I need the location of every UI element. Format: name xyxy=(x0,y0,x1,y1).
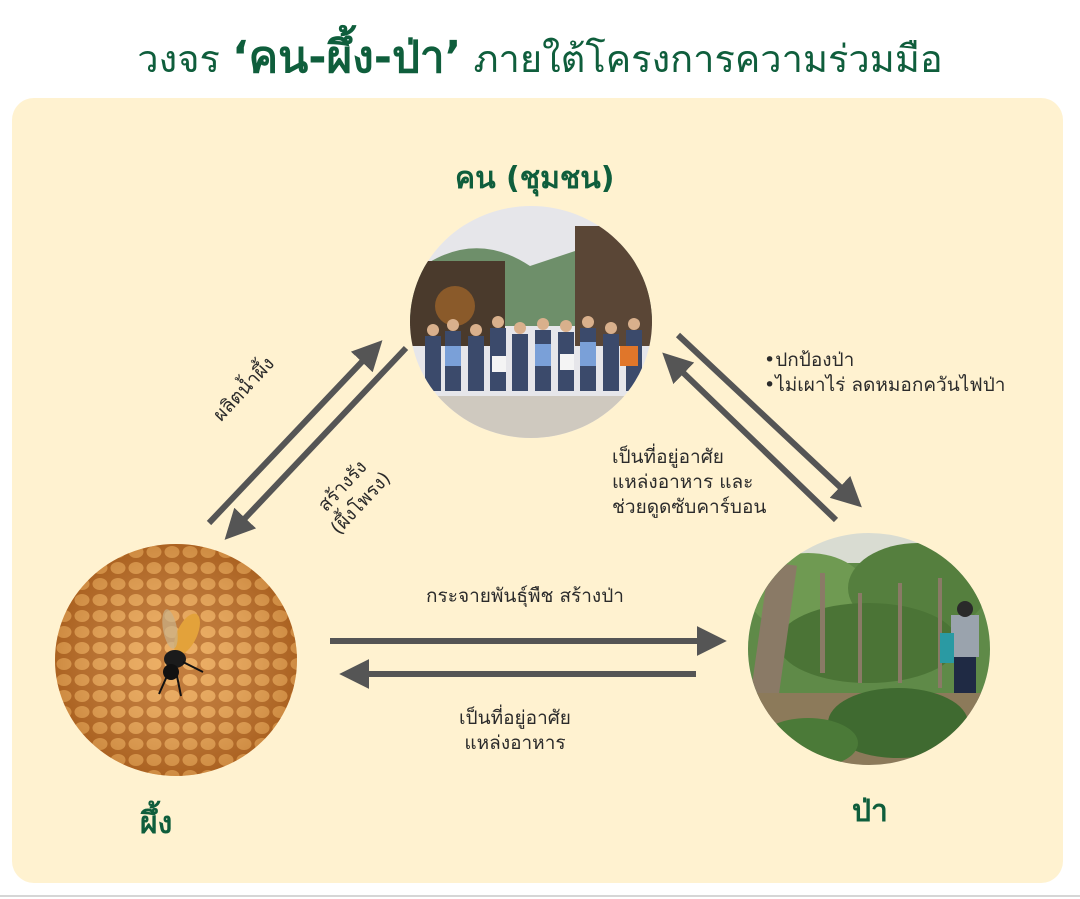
title-prefix: วงจร xyxy=(137,37,220,81)
bee-photo xyxy=(55,544,297,776)
caption-forest-to-people: เป็นที่อยู่อาศัย แหล่งอาหาร และ ช่วยดูดซ… xyxy=(612,445,766,520)
node-label-forest: ป่า xyxy=(852,794,888,829)
caption-people-to-forest-line2: •ไม่เผาไร่ ลดหมอกควันไฟป่า xyxy=(764,374,1006,396)
node-label-bee: ผึ้ง xyxy=(140,806,173,841)
title-emphasis: ‘คน-ผึ้ง-ป่า’ xyxy=(231,32,462,83)
bottom-divider xyxy=(0,895,1080,897)
diagram-title: วงจร ‘คน-ผึ้ง-ป่า’ ภายใต้โครงการความร่วม… xyxy=(0,28,1080,89)
arrow-people-to-bee xyxy=(224,345,409,540)
caption-bee-to-forest: กระจายพันธุ์พืช สร้างป่า xyxy=(426,585,624,607)
caption-forest-to-people-line3: ช่วยดูดซับคาร์บอน xyxy=(612,496,767,518)
arrow-bee-to-people xyxy=(206,340,383,526)
caption-forest-to-people-line2: แหล่งอาหาร และ xyxy=(612,471,754,493)
caption-forest-to-bee-line1: เป็นที่อยู่อาศัย xyxy=(459,707,571,729)
caption-people-to-forest-line1: •ปกป้องป่า xyxy=(764,349,855,371)
caption-forest-to-bee-line2: แหล่งอาหาร xyxy=(464,732,566,754)
node-label-people: คน (ชุมชน) xyxy=(455,161,615,196)
caption-forest-to-people-line1: เป็นที่อยู่อาศัย xyxy=(612,446,724,468)
caption-people-to-forest: •ปกป้องป่า •ไม่เผาไร่ ลดหมอกควันไฟป่า xyxy=(764,348,1005,398)
title-suffix: ภายใต้โครงการความร่วมมือ xyxy=(473,37,943,81)
arrow-forest-to-people xyxy=(662,352,839,523)
forest-photo xyxy=(748,533,990,765)
arrow-people-to-forest xyxy=(675,332,862,508)
people-photo xyxy=(410,206,652,438)
caption-forest-to-bee: เป็นที่อยู่อาศัย แหล่งอาหาร xyxy=(400,706,630,756)
